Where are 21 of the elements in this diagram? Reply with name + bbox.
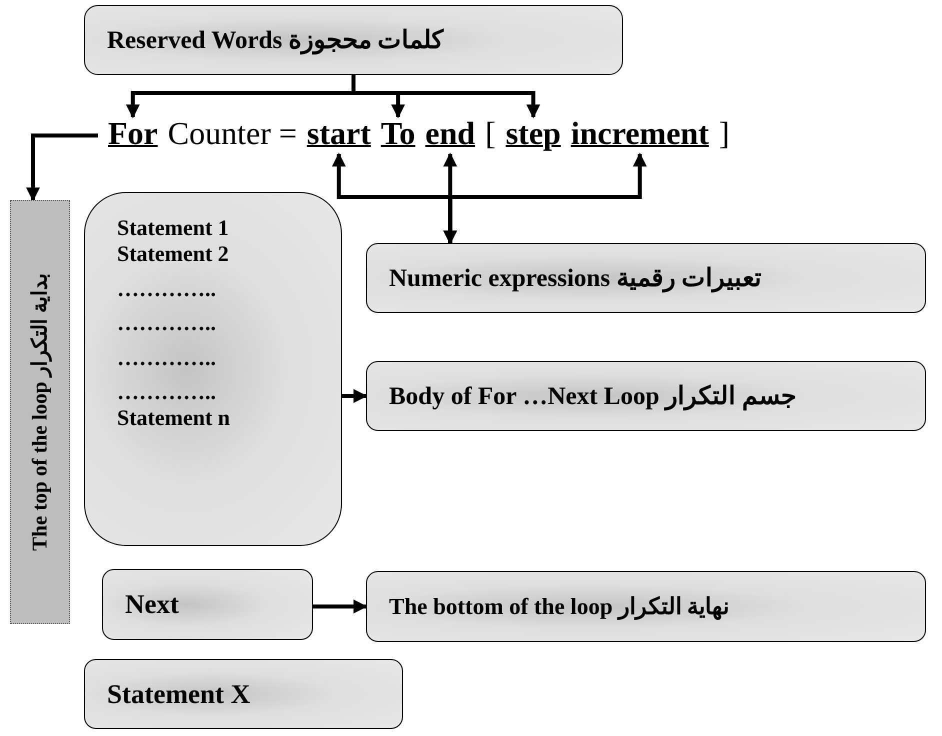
- syntax-text: [: [485, 115, 496, 152]
- keyword: step: [506, 115, 561, 152]
- side-label-box: The top of the loop بداية التكرار: [10, 200, 70, 624]
- process-box: Statement X: [84, 659, 403, 729]
- syntax-text: ]: [718, 115, 730, 152]
- statements-box: Statement 1 Statement 2 ………….. ………….. ………….. ………….. Statement n: [84, 192, 342, 546]
- title-box: Reserved Words كلمات محجوزة: [84, 5, 623, 75]
- process-box: Body of For …Next Loop جسم التكرار: [366, 361, 926, 431]
- keyword: end: [425, 115, 476, 152]
- arrow: [26, 134, 98, 202]
- arrow: [342, 389, 368, 403]
- keyword: start: [306, 115, 371, 152]
- process-box: The bottom of the loop نهاية التكرار: [366, 571, 926, 642]
- arrow: [313, 600, 368, 614]
- keyword: increment: [570, 115, 709, 152]
- keyword: For: [108, 115, 158, 152]
- process-box: Next: [102, 569, 313, 640]
- process-box: Numeric expressions تعبيرات رقمية: [366, 243, 926, 313]
- arrow: [443, 152, 647, 244]
- keyword: To: [380, 115, 416, 152]
- syntax-text: Counter =: [168, 115, 297, 152]
